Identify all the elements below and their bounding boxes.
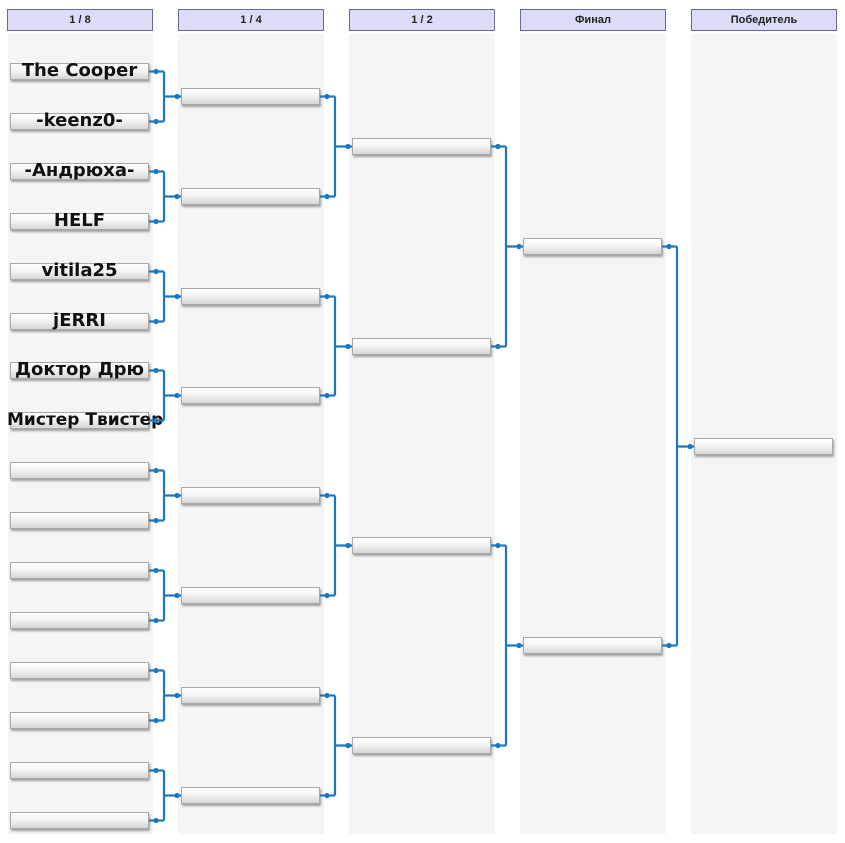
- connector-dot: [153, 817, 159, 824]
- round-of-16-slot[interactable]: [10, 562, 149, 579]
- player-name: jERRI: [53, 310, 106, 331]
- player-name: -Андрюха-: [24, 160, 135, 181]
- connector-dot: [495, 742, 501, 749]
- final-slot[interactable]: [523, 238, 662, 255]
- connector-dot: [495, 343, 501, 350]
- quarterfinals-slot[interactable]: [181, 288, 320, 305]
- round-of-16-slot[interactable]: [10, 462, 149, 479]
- connector-dot: [324, 392, 330, 399]
- round-of-16-slot[interactable]: [10, 812, 149, 829]
- connector-dot: [153, 517, 159, 524]
- round-of-16-slot[interactable]: [10, 163, 149, 180]
- column-bg-winner: [691, 34, 837, 834]
- connector-dot: [345, 343, 351, 350]
- column-bg-final: [520, 34, 666, 834]
- round-of-16-slot[interactable]: [10, 263, 149, 280]
- connector-dot: [153, 617, 159, 624]
- connector-dot: [174, 93, 180, 100]
- quarterfinals-slot[interactable]: [181, 387, 320, 404]
- round-of-16-slot[interactable]: [10, 612, 149, 629]
- quarterfinals-slot[interactable]: [181, 188, 320, 205]
- connector-dot: [153, 218, 159, 225]
- connector-dot: [174, 293, 180, 300]
- round-of-16-slot[interactable]: [10, 63, 149, 80]
- column-bg-semifinals: [349, 34, 495, 834]
- connector-dot: [324, 93, 330, 100]
- connector-dot: [153, 367, 159, 374]
- connector-dot: [153, 717, 159, 724]
- round-of-16-slot[interactable]: [10, 113, 149, 130]
- connector-dot: [153, 68, 159, 75]
- connector-dot: [516, 642, 522, 649]
- header-semifinals: 1 / 2: [349, 9, 495, 31]
- header-quarterfinals: 1 / 4: [178, 9, 324, 31]
- connector-dot: [345, 742, 351, 749]
- connector-dot: [666, 642, 672, 649]
- round-of-16-slot[interactable]: [10, 662, 149, 679]
- connector-dot: [153, 567, 159, 574]
- round-of-16-slot[interactable]: [10, 512, 149, 529]
- connector-dot: [174, 792, 180, 799]
- round-of-16-slot[interactable]: [10, 362, 149, 379]
- connector-dot: [324, 193, 330, 200]
- semifinals-slot[interactable]: [352, 737, 491, 754]
- quarterfinals-slot[interactable]: [181, 88, 320, 105]
- player-name: The Cooper: [21, 60, 138, 81]
- connector-dot: [495, 143, 501, 150]
- player-name: Доктор Дрю: [15, 359, 144, 380]
- connector-dot: [174, 692, 180, 699]
- connector-dot: [153, 667, 159, 674]
- connector-dot: [324, 293, 330, 300]
- connector-dot: [153, 318, 159, 325]
- round-of-16-slot[interactable]: [10, 412, 149, 429]
- connector-dot: [324, 692, 330, 699]
- connector-dot: [495, 542, 501, 549]
- connector-dot: [153, 767, 159, 774]
- connector-dot: [324, 792, 330, 799]
- quarterfinals-slot[interactable]: [181, 687, 320, 704]
- semifinals-slot[interactable]: [352, 537, 491, 554]
- connector-dot: [345, 542, 351, 549]
- round-of-16-slot[interactable]: [10, 213, 149, 230]
- connector-dot: [174, 592, 180, 599]
- connector-dot: [687, 443, 693, 450]
- connector-dot: [174, 193, 180, 200]
- semifinals-slot[interactable]: [352, 138, 491, 155]
- connector-dot: [153, 118, 159, 125]
- connector-dot: [324, 592, 330, 599]
- player-name: Мистер Твистер: [7, 410, 164, 430]
- quarterfinals-slot[interactable]: [181, 587, 320, 604]
- connector-dot: [174, 492, 180, 499]
- semifinals-slot[interactable]: [352, 338, 491, 355]
- player-name: vitila25: [41, 260, 118, 281]
- round-of-16-slot[interactable]: [10, 762, 149, 779]
- round-of-16-slot[interactable]: [10, 712, 149, 729]
- final-slot[interactable]: [523, 637, 662, 654]
- player-name: HELF: [53, 210, 106, 231]
- connector-dot: [153, 168, 159, 175]
- winner-slot[interactable]: [694, 438, 833, 455]
- player-name: -keenz0-: [36, 110, 123, 131]
- connector-dot: [324, 492, 330, 499]
- quarterfinals-slot[interactable]: [181, 487, 320, 504]
- connector-dot: [174, 392, 180, 399]
- header-final: Финал: [520, 9, 666, 31]
- quarterfinals-slot[interactable]: [181, 787, 320, 804]
- connector-dot: [153, 268, 159, 275]
- round-of-16-slot[interactable]: [10, 313, 149, 330]
- connector-dot: [666, 243, 672, 250]
- header-winner: Победитель: [691, 9, 837, 31]
- connector-dot: [153, 467, 159, 474]
- connector-dot: [516, 243, 522, 250]
- connector-dot: [345, 143, 351, 150]
- header-round-of-16: 1 / 8: [7, 9, 153, 31]
- connector-dot: [153, 417, 159, 424]
